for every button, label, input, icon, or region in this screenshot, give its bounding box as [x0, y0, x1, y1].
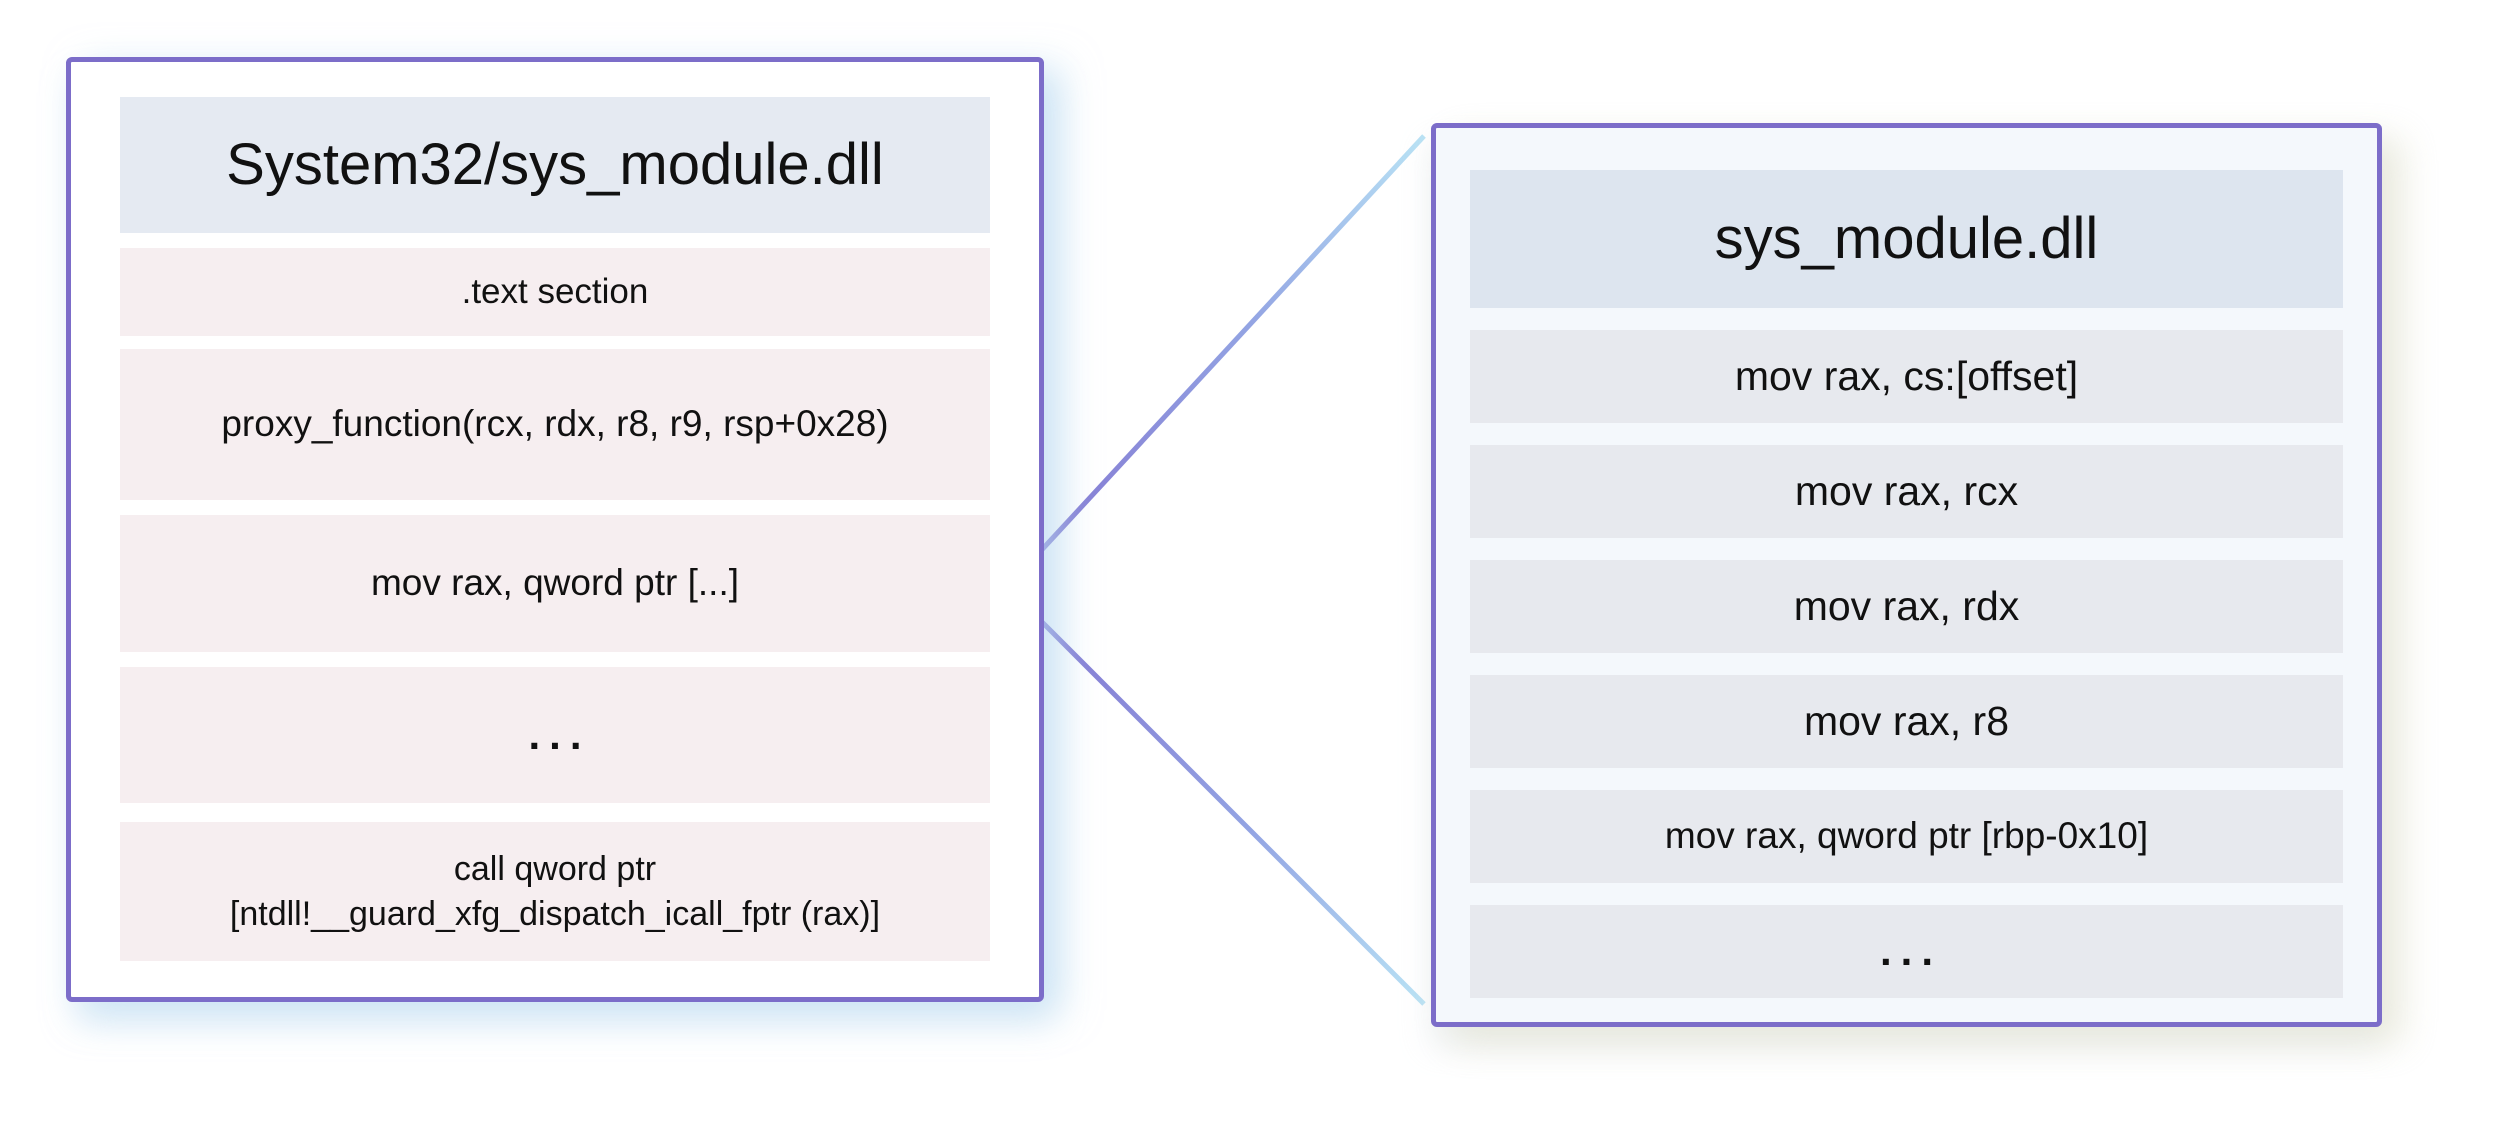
right-box-title: sys_module.dll: [1470, 170, 2343, 308]
left-row-mov-rax-qword: mov rax, qword ptr [...]: [120, 515, 990, 652]
left-row-proxy-function: proxy_function(rcx, rdx, r8, r9, rsp+0x2…: [120, 349, 990, 500]
connector-line-upper: [1035, 134, 1426, 557]
right-row-mov-rbp-0x10: mov rax, qword ptr [rbp-0x10]: [1470, 790, 2343, 883]
right-row-ellipsis: ...: [1470, 905, 2343, 998]
right-box-rows: sys_module.dll mov rax, cs:[offset] mov …: [1470, 170, 2343, 1020]
left-row-text-section: .text section: [120, 248, 990, 336]
right-row-mov-rdx: mov rax, rdx: [1470, 560, 2343, 653]
right-row-mov-rcx: mov rax, rcx: [1470, 445, 2343, 538]
sys-module-detail-box: sys_module.dll mov rax, cs:[offset] mov …: [1431, 123, 2382, 1027]
connector-line-lower: [1035, 615, 1426, 1006]
right-row-mov-cs-offset: mov rax, cs:[offset]: [1470, 330, 2343, 423]
left-box-rows: System32/sys_module.dll .text section pr…: [120, 97, 990, 961]
left-box-title: System32/sys_module.dll: [120, 97, 990, 233]
left-row-ellipsis: ...: [120, 667, 990, 803]
right-row-mov-r8: mov rax, r8: [1470, 675, 2343, 768]
left-row-call-xfg-dispatch: call qword ptr [ntdll!__guard_xfg_dispat…: [120, 822, 990, 961]
system32-module-box: System32/sys_module.dll .text section pr…: [66, 57, 1044, 1002]
